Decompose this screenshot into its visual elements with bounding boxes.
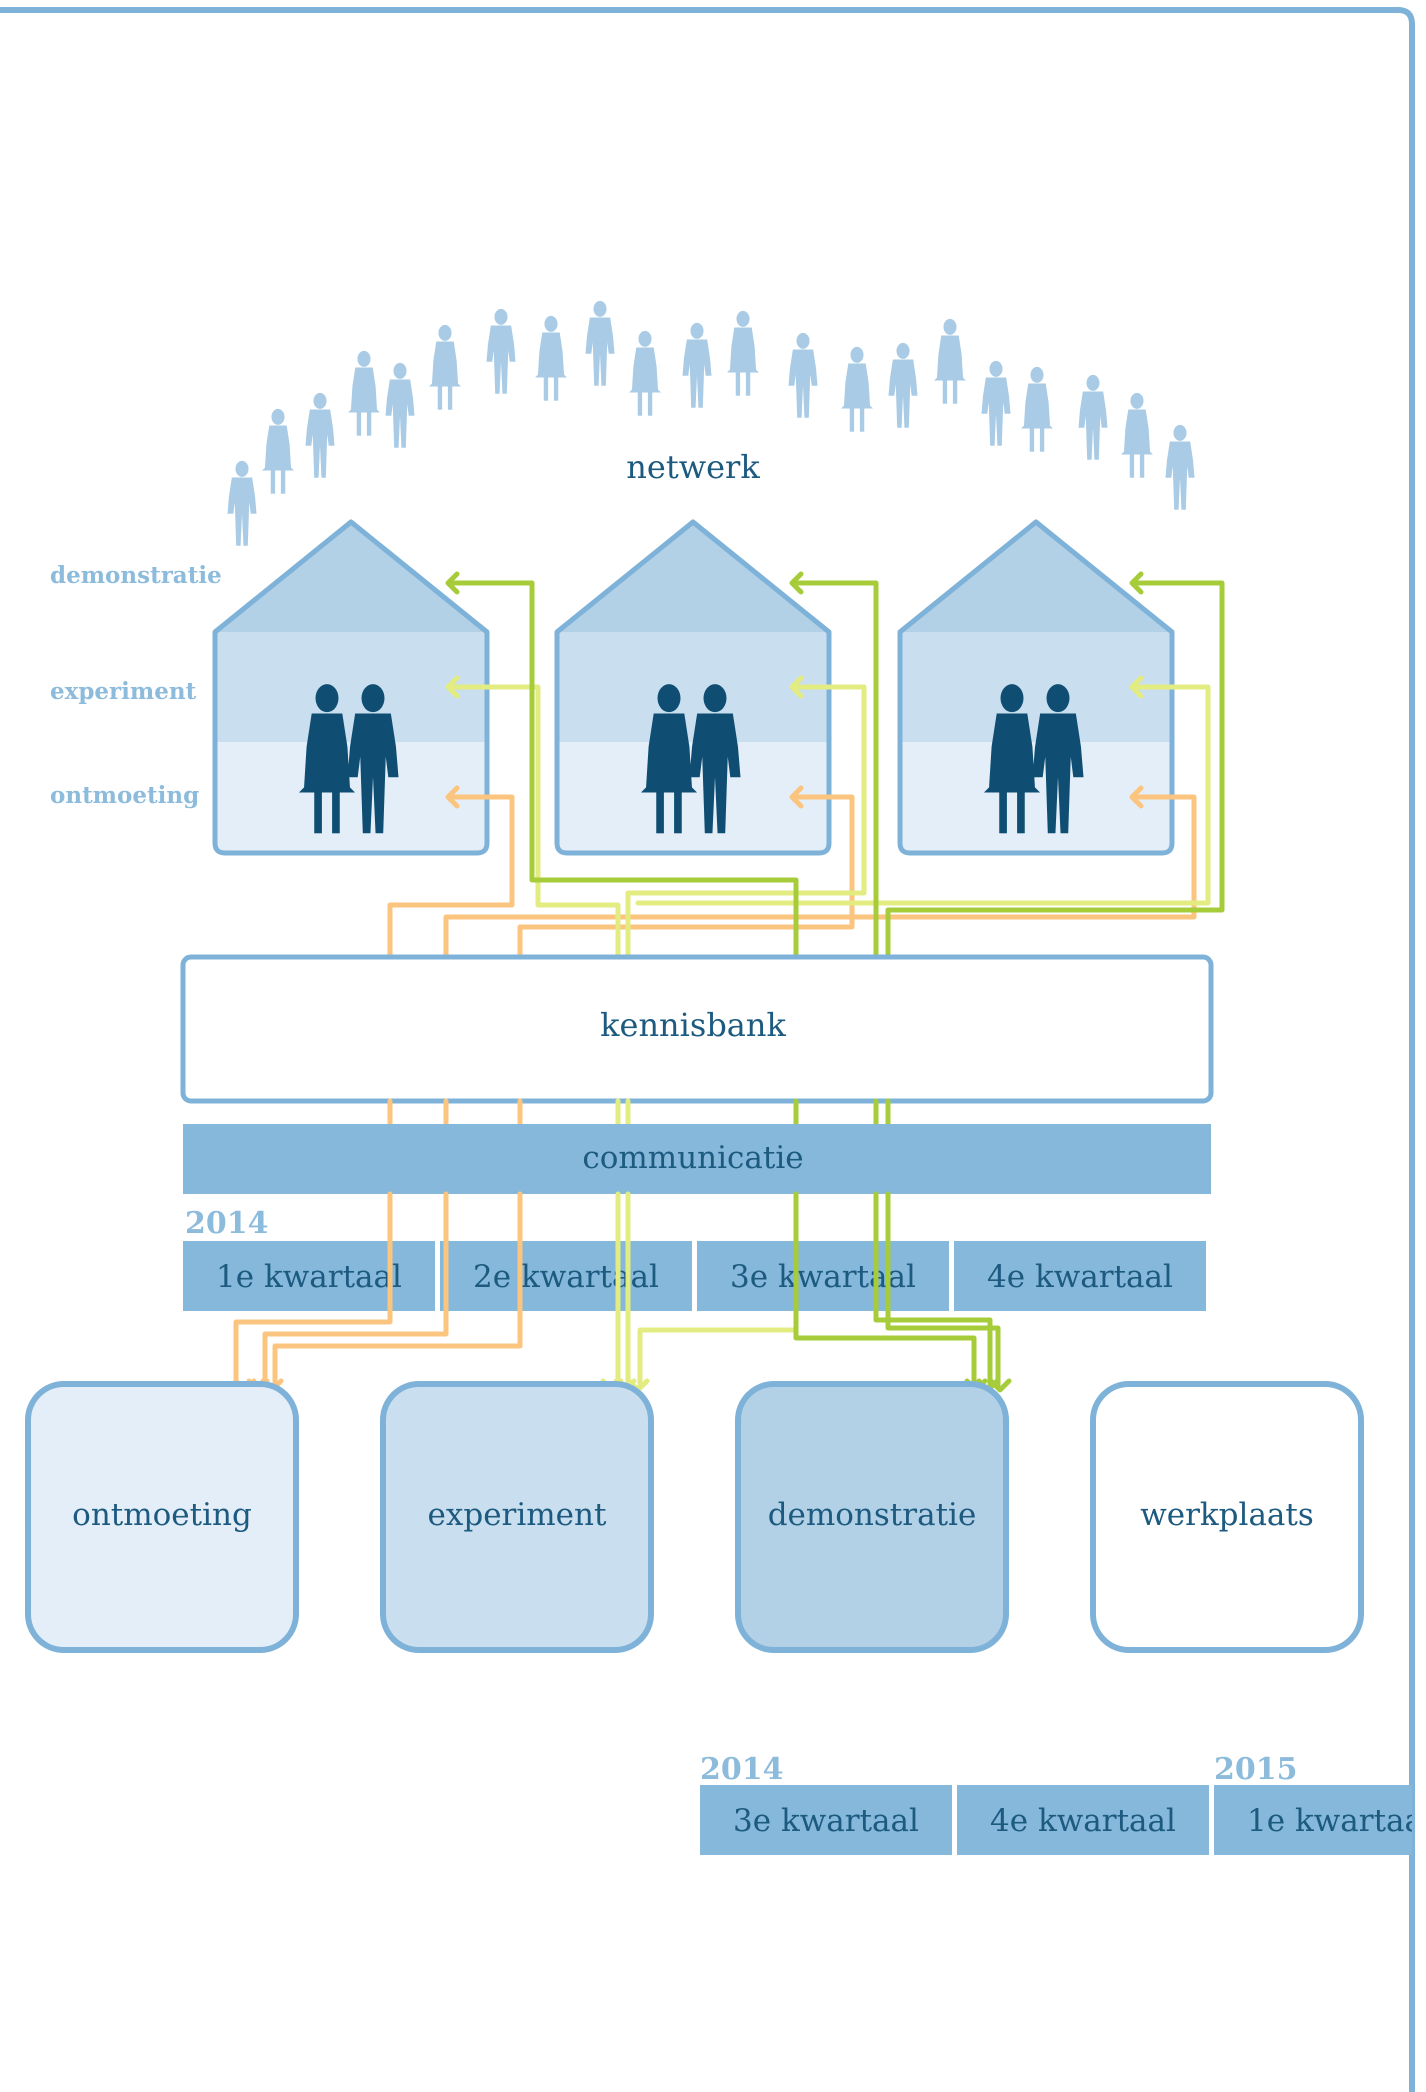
arrow-icon [445,571,460,595]
quarter-label: 4e kwartaal [990,1803,1176,1839]
timeline-bottom-year-right: 2015 [1214,1752,1298,1787]
person-light-icon [682,322,712,408]
person-light-icon [385,362,415,448]
quarter-label: 2e kwartaal [473,1259,659,1295]
phase-label: ontmoeting [72,1497,252,1533]
phase-ontmoeting: ontmoeting [25,1381,299,1653]
timeline-top-quarter: 3e kwartaal [697,1241,949,1311]
person-light-icon [486,308,516,394]
arrow-icon [445,675,460,699]
quarter-label: 1e kwartaal [216,1259,402,1295]
phase-werkplaats: werkplaats [1090,1381,1364,1653]
phase-experiment: experiment [380,1381,654,1653]
network-crowd [227,300,1195,546]
level-label-ontmoeting: ontmoeting [50,782,199,809]
person-light-icon [1165,424,1195,510]
person-light-icon [1121,392,1153,478]
phase-demonstratie: demonstratie [735,1381,1009,1653]
person-light-icon [1021,366,1053,452]
arrow-icon [789,785,804,809]
person-light-icon [934,318,966,404]
person-light-icon [841,346,873,432]
kennisbank-label: kennisbank [600,1006,786,1044]
phase-label: werkplaats [1140,1497,1314,1533]
quarter-label: 3e kwartaal [730,1259,916,1295]
person-light-icon [981,360,1011,446]
timeline-top-year: 2014 [185,1206,269,1241]
timeline-bottom-quarter: 3e kwartaal [700,1785,952,1855]
phase-label: experiment [428,1497,607,1533]
timeline-top: 1e kwartaal 2e kwartaal 3e kwartaal 4e kwar… [183,1241,1206,1311]
connection-lines-lower [387,1098,891,1127]
arrow-icon [988,1378,1012,1393]
person-light-icon [888,342,918,428]
person-light-icon [629,330,661,416]
network-label: netwerk [626,448,760,486]
quarter-label: 1e kwartaal [1247,1803,1426,1839]
person-light-icon [227,460,257,546]
arrow-icon [1129,785,1144,809]
frame-border [0,7,1415,2092]
person-light-icon [535,315,567,401]
timeline-bottom-year-left: 2014 [700,1752,784,1787]
arrow-icon [445,785,460,809]
arrow-icon [1129,675,1144,699]
arrow-icon [789,571,804,595]
houses [212,519,1175,856]
kennisbank-box [180,954,1214,1104]
quarter-label: 3e kwartaal [733,1803,919,1839]
timeline-bottom-quarter: 1e kwartaal [1214,1785,1426,1855]
level-label-experiment: experiment [50,678,197,705]
timeline-bottom: 3e kwartaal 4e kwartaal 1e kwartaal [700,1785,1426,1855]
house-icon [554,519,832,856]
communicatie-bar [183,1124,1211,1194]
arrow-icon [789,675,804,699]
quarter-label: 4e kwartaal [987,1259,1173,1295]
communicatie-label: communicatie [582,1140,803,1176]
person-light-icon [348,350,380,436]
level-label-demonstratie: demonstratie [50,562,222,589]
timeline-top-quarter: 1e kwartaal [183,1241,435,1311]
person-light-icon [262,408,294,494]
phases: ontmoeting experiment demonstratie werkplaa… [25,1381,1364,1653]
phase-label: demonstratie [768,1497,977,1533]
person-light-icon [788,332,818,418]
person-light-icon [429,324,461,410]
person-light-icon [305,392,335,478]
person-light-icon [585,300,615,386]
timeline-top-quarter: 4e kwartaal [954,1241,1206,1311]
timeline-top-quarter: 2e kwartaal [440,1241,692,1311]
arrow-icon [1129,571,1144,595]
person-light-icon [1078,374,1108,460]
timeline-bottom-quarter: 4e kwartaal [957,1785,1209,1855]
person-light-icon [727,310,759,396]
